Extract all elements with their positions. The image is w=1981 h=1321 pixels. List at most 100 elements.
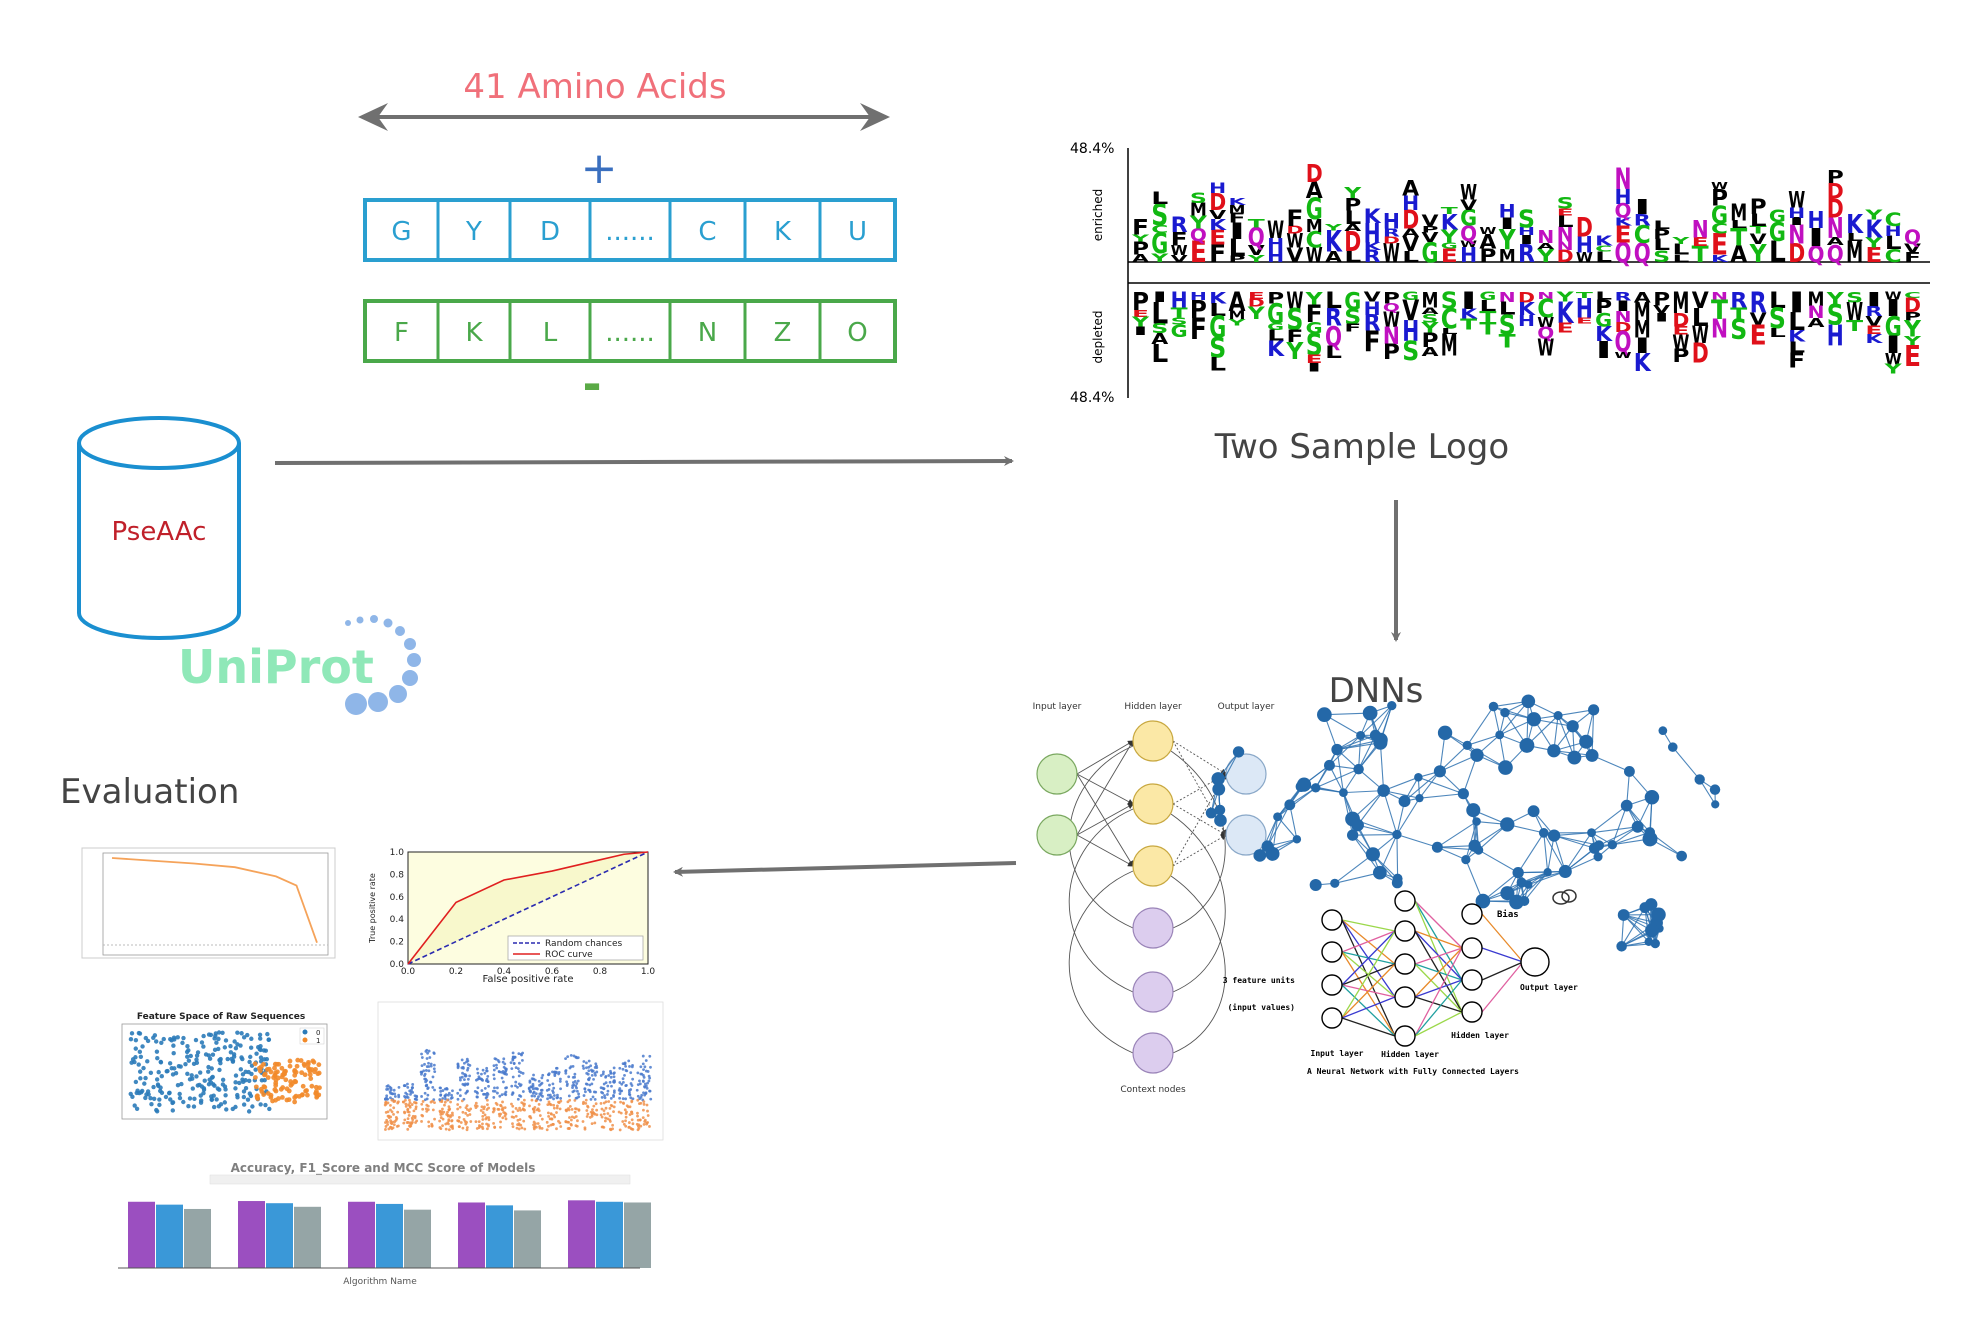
swarm-point	[425, 1084, 428, 1088]
logo-letter: P	[1190, 295, 1207, 324]
brain-edge	[1465, 821, 1478, 860]
positive-residue: G	[391, 217, 411, 247]
scatter-point-1	[258, 1064, 264, 1070]
logo-letter: T	[1711, 295, 1728, 326]
swarm-point	[531, 1084, 535, 1088]
negative-residue: O	[847, 318, 867, 348]
scatter-point-0	[198, 1098, 204, 1103]
logo-letter: L	[1151, 339, 1168, 368]
swarm-point	[519, 1052, 523, 1056]
logo-letter: F	[1286, 206, 1303, 232]
scatter-point-0	[241, 1035, 247, 1040]
logo-letter: D	[1286, 224, 1303, 237]
scatter-point-0	[142, 1081, 147, 1086]
scatter-point-0	[232, 1039, 237, 1044]
swarm-point	[492, 1073, 496, 1077]
logo-letter: Q	[1383, 301, 1400, 315]
logo-letter: Y	[1285, 337, 1304, 365]
swarm-point	[609, 1103, 613, 1107]
swarm-point	[411, 1083, 415, 1086]
scatter-point-0	[173, 1070, 179, 1076]
scatter-point-1	[283, 1077, 289, 1083]
scatter-point-0	[133, 1046, 138, 1051]
roc-ytick: 0.2	[390, 938, 404, 948]
swarm-point	[456, 1103, 460, 1106]
brain-edge	[1557, 715, 1575, 758]
swarm-point	[480, 1105, 484, 1109]
scatter-point-0	[159, 1074, 164, 1079]
swarm-point	[459, 1078, 462, 1082]
brain-edge	[1336, 749, 1344, 793]
swarm-point	[645, 1103, 649, 1107]
swarm-point	[590, 1122, 594, 1126]
scatter-point-1	[270, 1098, 275, 1104]
logo-letter: K	[1364, 240, 1382, 253]
logo-letter: Q	[1615, 238, 1632, 269]
brain-node	[1261, 840, 1274, 853]
scatter-point-0	[248, 1045, 254, 1050]
fcn-hidden1-node	[1394, 1025, 1416, 1047]
rnn-edge	[1076, 803, 1134, 836]
scatter-point-0	[149, 1101, 154, 1107]
logo-letter: G	[1151, 226, 1168, 260]
swarm-point	[533, 1094, 536, 1098]
swarm-point	[608, 1120, 612, 1123]
scatter-point-0	[148, 1070, 154, 1076]
brain-edge	[1396, 797, 1420, 835]
logo-letter: N	[1537, 291, 1554, 302]
brain-node	[1543, 868, 1552, 877]
negative-residue: F	[394, 318, 409, 348]
logo-letter: K	[1595, 322, 1613, 346]
logo-letter: E	[1576, 315, 1593, 325]
swarm-point	[447, 1091, 451, 1095]
swarm-point	[622, 1122, 626, 1126]
swarm-point	[555, 1127, 558, 1131]
swarm-point	[397, 1100, 400, 1104]
brain-node	[1377, 784, 1390, 797]
logo-letter: Y	[1420, 320, 1439, 337]
swarm-point	[636, 1098, 640, 1102]
scatter-point-0	[245, 1097, 251, 1102]
swarm-point	[438, 1110, 442, 1114]
swarm-point	[491, 1089, 495, 1093]
bar-xlabel: Algorithm Name	[343, 1277, 417, 1287]
scatter-point-0	[185, 1044, 190, 1049]
brain-node	[1587, 828, 1596, 838]
brain-edge	[1329, 735, 1361, 766]
scatter-point-0	[243, 1069, 248, 1074]
logo-letter: C	[1595, 244, 1612, 254]
swarm-point	[503, 1106, 507, 1110]
logo-letter: N	[1615, 308, 1632, 326]
scatter-point-0	[248, 1093, 254, 1099]
swarm-point	[602, 1112, 606, 1116]
logo-letter: Y	[1903, 316, 1922, 342]
scatter-point-0	[170, 1108, 175, 1113]
brain-edge	[1523, 871, 1549, 902]
roc-xtick: 0.0	[401, 967, 416, 977]
positive-residue: C	[698, 217, 716, 247]
logo-letter: V	[1422, 211, 1440, 230]
swarm-point	[533, 1106, 537, 1109]
swarm-point	[420, 1102, 424, 1106]
scatter-point-0	[171, 1051, 176, 1056]
swarm-point	[567, 1120, 570, 1124]
scatter-point-0	[168, 1036, 173, 1042]
swarm-point	[427, 1065, 431, 1068]
logo-letter: C	[1634, 220, 1651, 249]
swarm-point	[603, 1094, 606, 1097]
swarm-point	[638, 1102, 641, 1106]
negative-residue: N	[698, 318, 717, 348]
logo-letter: Q	[1537, 324, 1554, 343]
scatter-point-1	[310, 1058, 316, 1064]
bar	[348, 1201, 375, 1268]
scatter-point-1	[317, 1085, 322, 1091]
swarm-point	[424, 1069, 428, 1072]
scatter-point-0	[214, 1040, 219, 1045]
swarm-point	[461, 1082, 465, 1086]
logo-letter: G	[1171, 322, 1188, 342]
swarm-point	[606, 1112, 610, 1115]
swarm-point	[621, 1080, 625, 1084]
swarm-point	[590, 1114, 594, 1118]
logo-letter: G	[1209, 311, 1226, 346]
scatter-point-0	[189, 1073, 194, 1078]
